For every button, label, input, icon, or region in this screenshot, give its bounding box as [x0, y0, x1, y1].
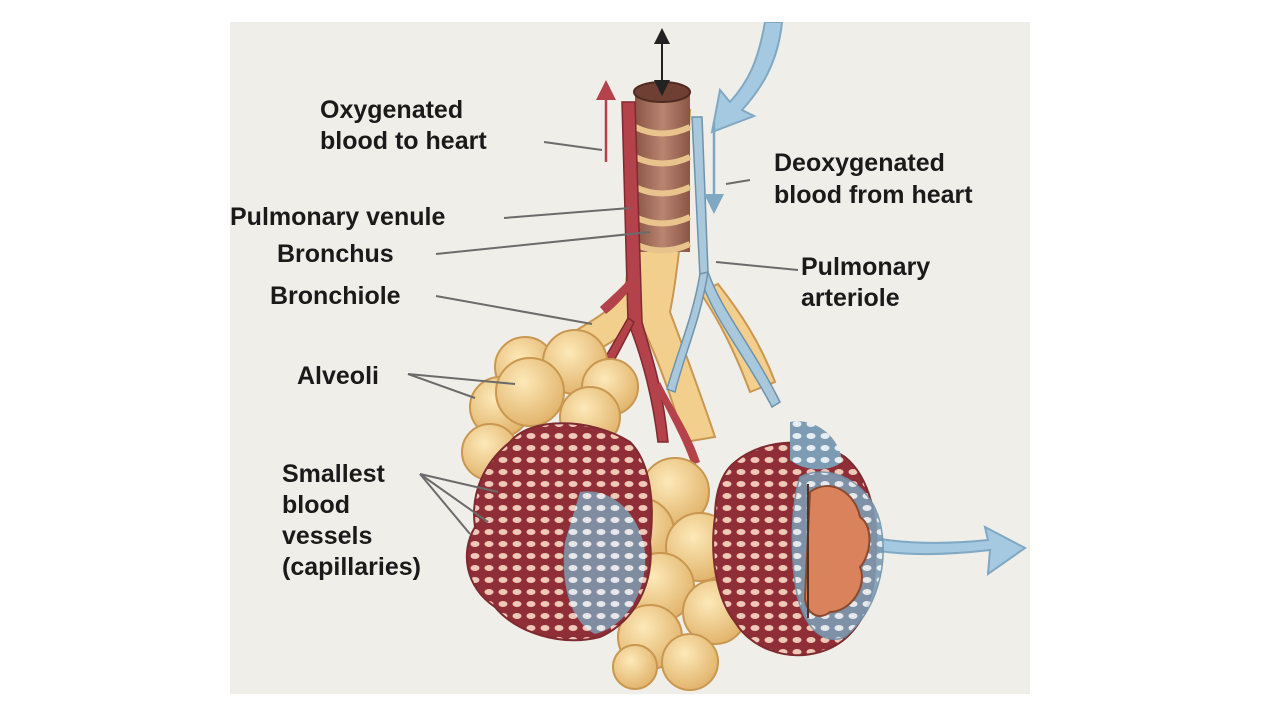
incoming-flow-arrow	[710, 22, 784, 134]
label-smallest-line4: (capillaries)	[282, 553, 421, 581]
label-oxygenated-line1: Oxygenated	[320, 96, 463, 124]
pulmonary-arteriole	[666, 116, 781, 409]
label-deoxygenated-line2: blood from heart	[774, 181, 973, 209]
label-deoxygenated-line1: Deoxygenated	[774, 149, 945, 177]
label-oxygenated-line2: blood to heart	[320, 127, 487, 155]
label-pulmonary-arteriole-line2: arteriole	[801, 284, 900, 312]
label-smallest-line3: vessels	[282, 522, 372, 550]
bronchus-rings	[633, 81, 692, 254]
capillary-network-right	[712, 421, 884, 657]
label-smallest-line1: Smallest	[282, 460, 386, 488]
alveoli-cluster-left	[461, 329, 639, 481]
label-alveoli: Alveoli	[297, 362, 379, 390]
label-bronchus: Bronchus	[277, 240, 394, 268]
capillary-network-left	[465, 422, 653, 642]
label-smallest-line2: blood	[282, 491, 350, 519]
alveolus-cross-section	[803, 485, 871, 617]
label-bronchiole: Bronchiole	[270, 282, 401, 310]
label-pulmonary-venule: Pulmonary venule	[230, 203, 445, 231]
leader-lines	[407, 141, 799, 535]
alveoli-diagram: Oxygenated blood to heart Deoxygenated b…	[230, 22, 1030, 694]
label-pulmonary-arteriole-line1: Pulmonary	[801, 253, 930, 281]
